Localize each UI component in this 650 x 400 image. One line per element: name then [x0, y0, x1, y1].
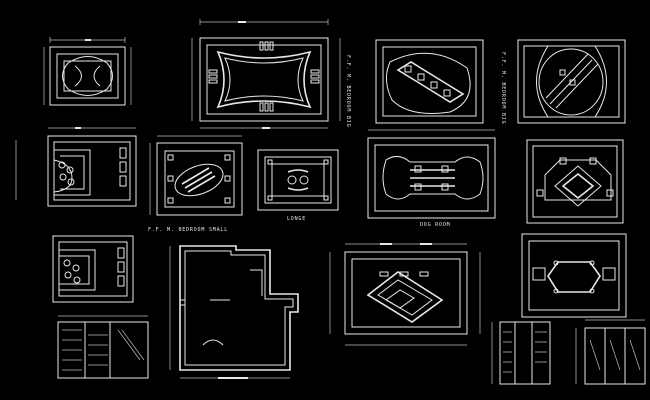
- ceiling-plan-9: [526, 139, 624, 224]
- ceiling-plan-11: [329, 243, 481, 346]
- ceiling-plan-6: [149, 135, 243, 216]
- label-lounge: LONGE: [287, 216, 306, 222]
- ceiling-plan-1: [43, 37, 132, 106]
- ceiling-plan-7: [257, 149, 339, 211]
- side-note-2: F.F. M. BEDROOM BIG: [500, 52, 506, 124]
- ceiling-plan-4: [517, 39, 626, 124]
- ceiling-plan-8: [367, 129, 496, 219]
- ceiling-plan-3: [375, 39, 484, 124]
- elevation-left: [57, 315, 149, 379]
- ceiling-plan-2: [191, 19, 341, 129]
- ceiling-plan-5: [15, 127, 137, 207]
- label-bedroom-small: F.F. M. BEDROOM SMALL: [148, 227, 228, 233]
- ceiling-plan-12: [521, 233, 627, 318]
- elevation-right: [575, 319, 646, 385]
- elevation-mid-right: [491, 321, 551, 385]
- label-dog-room: DOG ROOM: [420, 222, 450, 228]
- side-note-1: F.F. M. BEDROOM BIG: [345, 55, 351, 127]
- ceiling-plan-10: [52, 235, 134, 303]
- floor-plan: [169, 245, 299, 379]
